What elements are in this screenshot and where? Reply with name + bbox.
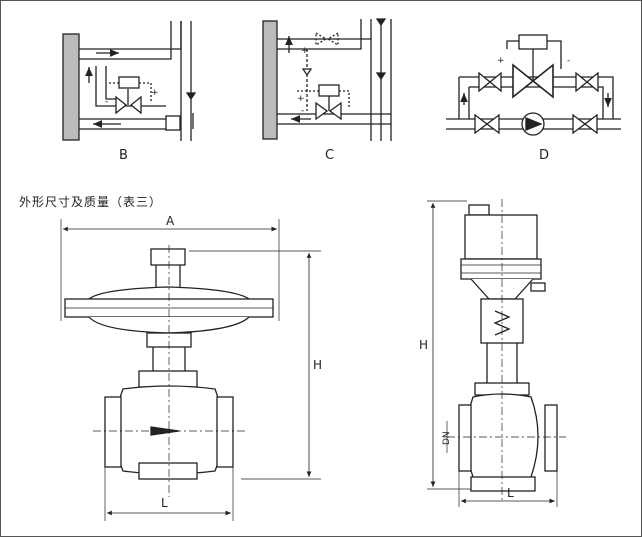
pipe-top-b <box>79 21 182 50</box>
flange-right <box>216 396 234 468</box>
flange-right-right <box>544 404 558 472</box>
diagram-b <box>62 21 197 141</box>
valve-c-left <box>315 101 329 121</box>
bonnet <box>138 370 198 388</box>
dimension-h-label-right: H <box>419 338 428 352</box>
dimension-l-label-right: L <box>507 486 514 500</box>
spring-housing <box>480 298 524 344</box>
valve-b-left <box>115 95 128 115</box>
base-right <box>470 476 536 492</box>
valve-d-bottom-left <box>474 113 500 135</box>
minus-sign-d: - <box>567 56 570 66</box>
valve-d-top-right <box>575 71 599 93</box>
wall-block-c <box>262 20 278 140</box>
section-caption: 外形尺寸及质量（表三） <box>19 195 163 209</box>
actuator-cap <box>468 204 490 216</box>
plus-sign-c: + <box>297 94 305 104</box>
minus-sign-b: - <box>105 97 108 107</box>
pump-b <box>165 115 181 131</box>
diagram-c-label: C <box>325 148 334 163</box>
pipe-branch-b <box>95 66 166 107</box>
dimension-h-label-left: H <box>313 358 322 372</box>
actuator-flange <box>460 258 542 280</box>
diagram-d-label: D <box>539 148 549 163</box>
actuator-c <box>318 84 340 97</box>
diagram-c <box>262 18 392 141</box>
dimension-l-label-left: L <box>161 496 168 510</box>
dimension-dn-label: DN <box>442 431 452 445</box>
left-valve-outline <box>60 219 321 521</box>
actuator-d <box>518 34 548 50</box>
flange-left-right <box>458 404 472 472</box>
wall-block-b <box>62 33 80 141</box>
valve-d-top-left <box>478 71 502 93</box>
plus-sign-d: + <box>497 56 505 66</box>
valve-b-right <box>129 95 142 115</box>
diagram-b-label: B <box>119 148 128 163</box>
diagram-d <box>446 34 621 136</box>
top-cap <box>150 248 186 266</box>
plus-sign-c-top: + <box>301 46 309 56</box>
valve-d-bottom-right <box>572 113 598 135</box>
valve-c-right <box>328 101 342 121</box>
dimension-a-label: A <box>166 214 175 228</box>
minus-sign-c: - <box>301 106 304 116</box>
plus-sign-b: + <box>151 88 159 98</box>
actuator-housing <box>464 214 538 260</box>
actuator-b <box>118 76 140 89</box>
right-valve-outline <box>427 199 566 507</box>
bottom-cap <box>138 462 198 480</box>
flange-left <box>104 396 122 468</box>
